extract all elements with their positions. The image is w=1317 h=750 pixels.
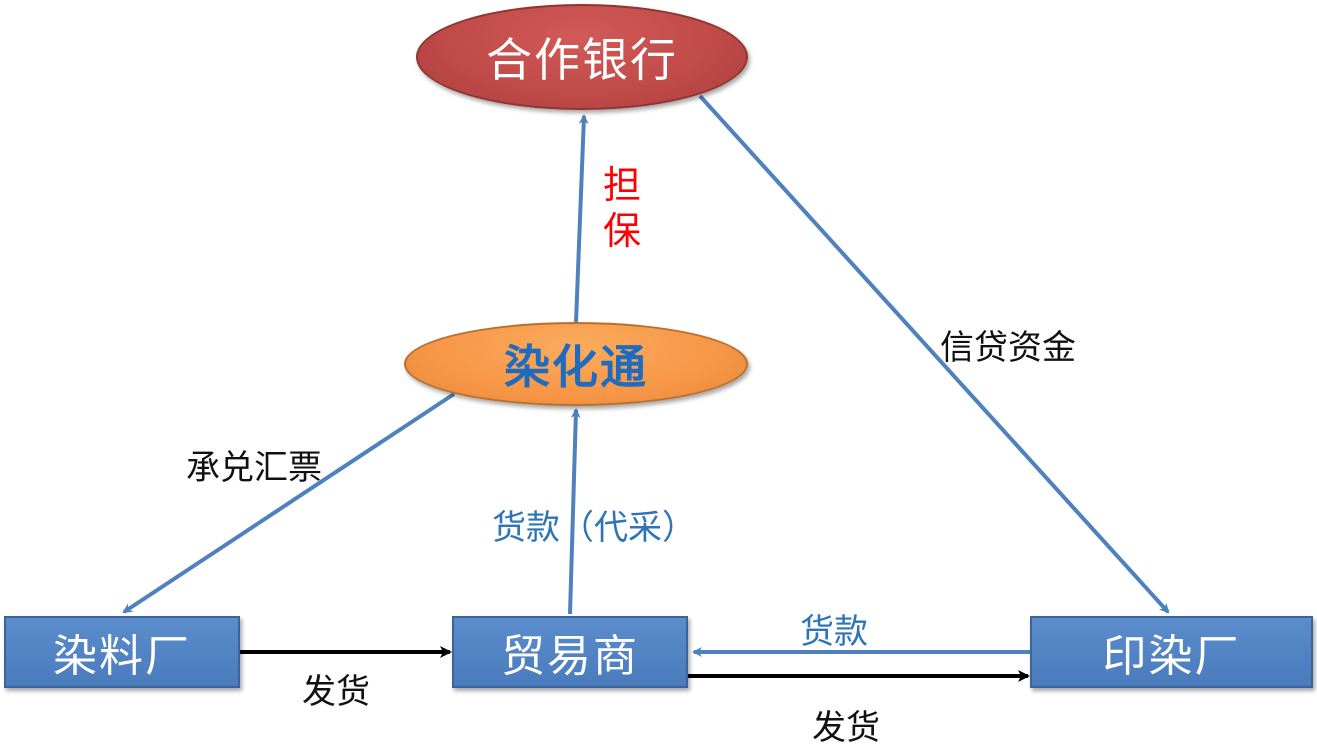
arrow-trader-to-platform xyxy=(568,408,581,615)
payment-label: 货款 xyxy=(800,612,868,652)
payment-agency-label: 货款（代采） xyxy=(492,508,696,548)
platform-label: 染化通 xyxy=(504,340,648,394)
arrow-bank-to-printing-factory xyxy=(698,94,1170,614)
guarantee-label: 担保 xyxy=(602,163,641,253)
platform-node: 染化通 xyxy=(404,322,748,406)
credit-funds-label: 信贷资金 xyxy=(940,328,1076,368)
printing-factory-label: 印染厂 xyxy=(1102,631,1241,682)
bank-label: 合作银行 xyxy=(486,33,678,87)
ship-dye-to-trader-label: 发货 xyxy=(302,672,370,712)
trader-node: 贸易商 xyxy=(452,616,688,688)
trader-label: 贸易商 xyxy=(501,631,639,682)
dye-factory-node: 染料厂 xyxy=(4,616,240,688)
printing-factory-node: 印染厂 xyxy=(1030,616,1313,688)
dye-factory-label: 染料厂 xyxy=(53,631,191,682)
arrow-platform-to-bank xyxy=(574,114,589,323)
acceptance-bill-label: 承兑汇票 xyxy=(186,448,322,488)
ship-trader-to-printing-label: 发货 xyxy=(812,708,880,748)
arrow-platform-to-dye-factory xyxy=(122,392,456,614)
bank-node: 合作银行 xyxy=(416,4,748,110)
